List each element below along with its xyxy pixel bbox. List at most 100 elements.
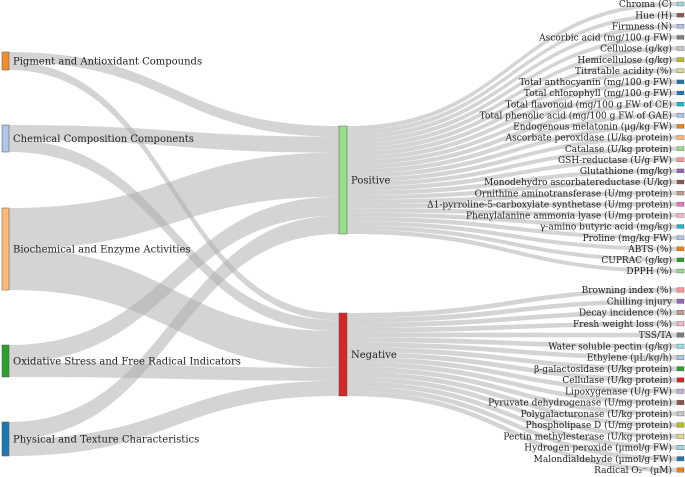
positive-item-node-hemicellulose-g-kg [676,57,685,62]
positive-item-node-total-chlorophyll-mg-100-g-fw [676,90,685,96]
negative-item-label-pectin-methylesterase-u-kg-protein: Pectin methylesterase (U/kg protein) [503,431,672,442]
positive-item-node-ascorbate-peroxidase-u-kg-protein [676,135,685,140]
positive-item-label-1-pyrroline-5-carboxylate-synthetase-u-mg-protein: Δ1-pyrroline-5-carboxylate synthetase (U… [427,199,672,210]
negative-item-node-water-soluble-pectin-g-kg [676,343,685,349]
positive-item-node-glutathione-mg-kg [676,168,685,174]
positive-item-node-total-phenolic-acid-mg-100-g-fw-of-gae [676,113,685,118]
negative-item-label-polygalacturonase-u-kg-protein: Polygalacturonase (U/kg protein) [521,409,672,420]
negative-item-label-phospholipase-d-u-mg-protein: Phospholipase D (U/mg protein) [525,420,672,431]
category-node-chemical-composition-components [1,124,10,153]
link-positive-to-chroma-c [347,2,677,131]
positive-item-label-amino-butyric-acid-mg-kg: γ-amino butyric acid (mg/kg) [540,222,672,233]
positive-item-node-cuprac-g-kg [676,257,685,263]
link-negative-to-pyruvate-dehydrogenase-u-mg-protein [347,361,677,405]
negative-item-node-lipoxygenase-u-g-fw [676,388,685,394]
negative-item-node-phospholipase-d-u-mg-protein [676,422,685,428]
category-label-oxidative-stress-and-free-radical-indicators: Oxidative Stress and Free Radical Indica… [13,357,241,368]
negative-item-node-hydrogen-peroxide-mol-g-fw [676,445,685,450]
negative-item-node-tss-ta [676,332,685,338]
link-positive-to-firmness-n [347,24,677,139]
positive-item-label-cellulose-g-kg: Cellulose (g/kg) [600,44,672,55]
link-positive-to-ascorbate-peroxidase-u-kg-protein [347,135,677,183]
link-negative-to-phospholipase-d-u-mg-protein [347,371,677,428]
link-positive-to-glutathione-mg-kg [347,168,677,196]
positive-item-label-phenylalanine-ammonia-lyase-u-mg-protein: Phenylalanine ammonia lyase (U/mg protei… [466,211,672,222]
sankey-links [9,2,677,473]
effect-node-negative [338,312,348,397]
positive-item-label-ascorbate-peroxidase-u-kg-protein: Ascorbate peroxidase (U/kg protein) [505,133,672,144]
link-negative-to-malondialdehyde-mol-g-fw [347,386,677,461]
negative-item-label-malondialdehyde-mol-g-fw: Malondialdehyde (µmol/g FW) [534,454,672,465]
negative-item-node-pyruvate-dehydrogenase-u-mg-protein [676,400,685,405]
link-positive-to-cuprac-g-kg [347,225,677,262]
link-negative-to-tss-ta [347,332,677,338]
positive-item-label-hemicellulose-g-kg: Hemicellulose (g/kg) [577,55,672,66]
positive-item-label-glutathione-mg-kg: Glutathione (mg/kg) [580,166,672,177]
positive-item-label-ornithine-aminotransferase-u-mg-protein: Ornithine aminotransferase (U/mg protein… [475,188,672,199]
positive-item-label-abts: ABTS (%) [627,244,672,255]
category-label-chemical-composition-components: Chemical Composition Components [13,134,194,145]
link-positive-to-hemicellulose-g-kg [347,57,677,152]
positive-item-label-total-flavonoid-mg-100-g-fw-of-ce: Total flavonoid (mg/100 g FW of CE) [506,99,672,110]
link-positive-to-endogenous-melatonin-g-kg-fw [347,124,677,178]
link-negative-to-hydrogen-peroxide-mol-g-fw [347,381,677,450]
link-biochemical-and-enzyme-activities-to-negative [9,249,339,368]
link-negative-to-decay-incidence [347,310,677,328]
link-positive-to-monodehydro-ascorbatereductase-u-kg [347,180,677,200]
positive-item-label-titratable-acidity: Titratable acidity (%) [575,66,672,77]
sankey-labels: Pigment and Antioxidant CompoundsChemica… [13,0,673,476]
link-positive-to-phenylalanine-ammonia-lyase-u-mg-protein [347,208,677,218]
positive-item-label-total-anthocyanin-mg-100-g-fw: Total anthocyanin (mg/100 g FW) [519,77,672,88]
positive-item-node-firmness-n [676,24,685,29]
positive-item-node-ornithine-aminotransferase-u-mg-protein [676,190,685,196]
link-positive-to-amino-butyric-acid-mg-kg [347,212,677,229]
positive-item-label-hue-h: Hue (H) [635,10,672,21]
negative-item-label-chilling-injury: Chilling injury [607,297,673,307]
link-physical-and-texture-characteristics-to-negative [9,380,339,456]
link-positive-to-gsh-reductase-u-g-fw [347,157,677,191]
negative-item-label-hydrogen-peroxide-mol-g-fw: Hydrogen peroxide (µmol/g FW) [524,443,672,454]
positive-item-node-chroma-c [676,1,685,7]
positive-item-node-amino-butyric-acid-mg-kg [676,224,685,229]
positive-item-label-firmness-n: Firmness (N) [612,21,672,32]
negative-item-label-tss-ta: TSS/TA [639,331,673,341]
link-pigment-and-antioxidant-compounds-to-positive [9,52,339,137]
negative-item-label-radical-o-m: Radical O₂⁻ (µM) [594,465,672,476]
effect-node-positive [338,125,348,235]
positive-item-node-ascorbic-acid-mg-100-g-fw [676,35,685,40]
positive-item-label-total-phenolic-acid-mg-100-g-fw-of-gae: Total phenolic acid (mg/100 g FW of GAE) [480,110,672,121]
positive-item-node-total-flavonoid-mg-100-g-fw-of-ce [676,101,685,107]
positive-item-label-cuprac-g-kg: CUPRAC (g/kg) [601,255,672,266]
link-chemical-composition-components-to-positive [9,125,339,153]
link-positive-to-hue-h [347,13,677,135]
negative-item-label-decay-incidence: Decay incidence (%) [579,308,672,319]
link-negative-to-polygalacturonase-u-kg-protein [347,366,677,416]
category-node-pigment-and-antioxidant-compounds [1,51,10,71]
link-positive-to-total-flavonoid-mg-100-g-fw-of-ce [347,102,677,170]
link-negative-to-lipoxygenase-u-g-fw [347,356,677,394]
link-biochemical-and-enzyme-activities-to-positive [9,152,339,249]
negative-item-node-radical-o-m [676,467,685,473]
positive-item-label-ascorbic-acid-mg-100-g-fw: Ascorbic acid (mg/100 g FW) [538,33,672,44]
positive-item-node-titratable-acidity [676,68,685,73]
positive-item-node-cellulose-g-kg [676,46,685,51]
positive-item-label-chroma-c: Chroma (C) [619,0,672,10]
link-negative-to-cellulase-u-kg-protein [347,352,677,383]
positive-item-node-proline-mg-kg-fw [676,235,685,240]
negative-item-label-browning-index: Browning index (%) [582,285,672,296]
link-physical-and-texture-characteristics-to-positive [9,215,339,439]
link-negative-to-browning-index [347,287,677,318]
positive-item-node-catalase-u-kg-protein [676,146,685,151]
negative-item-node-pectin-methylesterase-u-kg-protein [676,433,685,439]
category-label-biochemical-and-enzyme-activities: Biochemical and Enzyme Activities [13,245,191,256]
link-negative-to-radical-o-m [347,391,677,473]
link-positive-to-1-pyrroline-5-carboxylate-synthetase-u-mg-protein [347,202,677,209]
negative-item-label-cellulase-u-kg-protein: Cellulase (U/kg protein) [562,375,672,386]
negative-item-node-decay-incidence [676,310,685,315]
positive-item-label-endogenous-melatonin-g-kg-fw: Endogenous melatonin (µg/kg FW) [513,122,672,133]
link-positive-to-ascorbic-acid-mg-100-g-fw [347,35,677,144]
link-positive-to-titratable-acidity [347,68,677,157]
